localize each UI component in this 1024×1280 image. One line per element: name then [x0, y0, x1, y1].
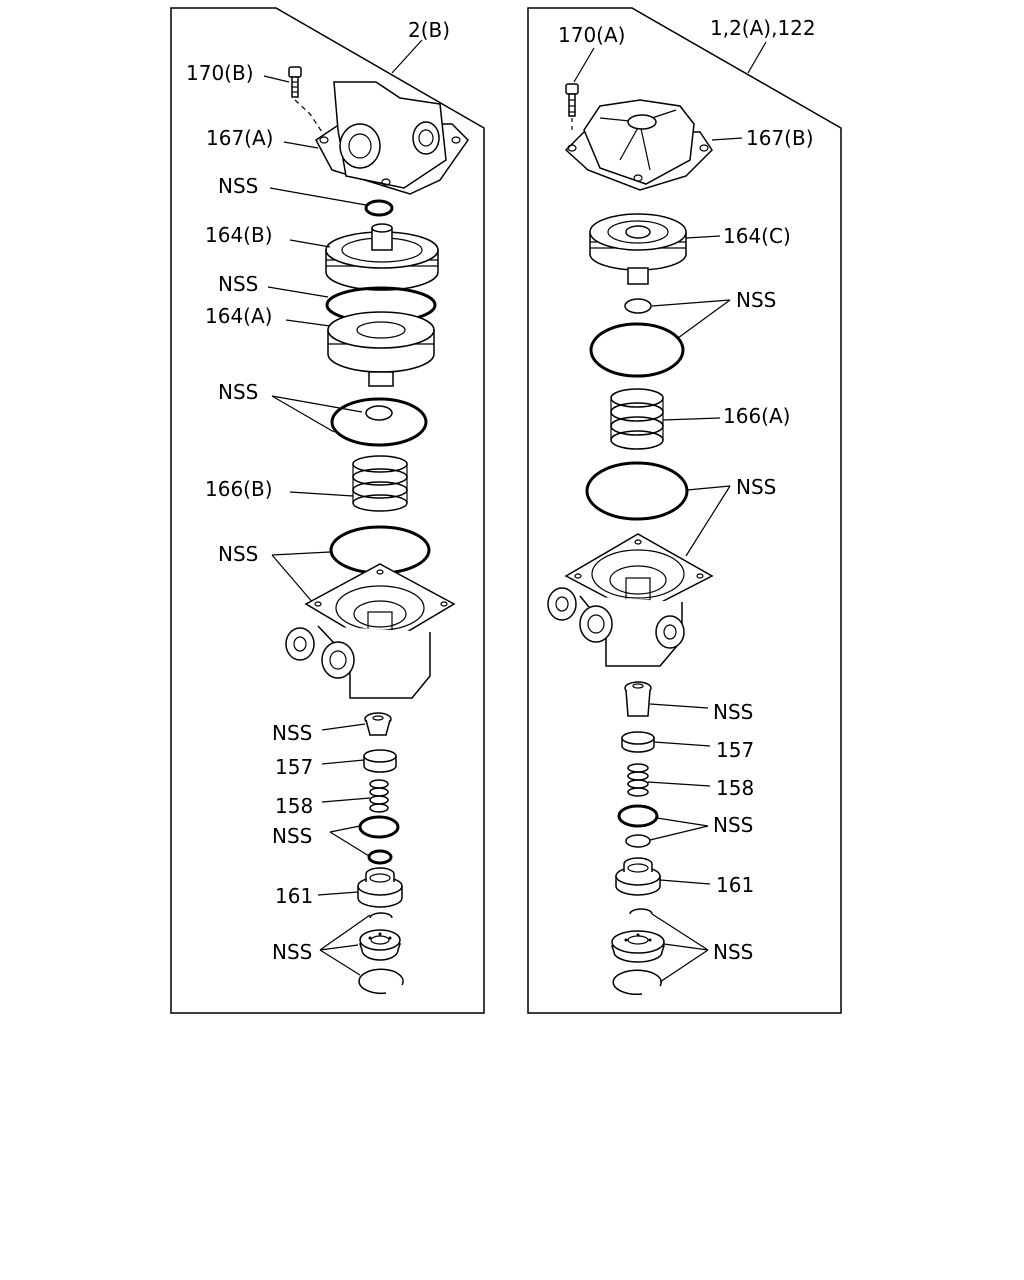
valve-body [285, 563, 456, 699]
label-small-valve: NSS [272, 721, 312, 745]
label-oring-top: NSS [218, 174, 258, 198]
bolt [565, 83, 579, 132]
small-valve [364, 712, 392, 736]
label-piston-upper: 164(B) [205, 223, 273, 247]
label-small-orings-right: NSS [713, 813, 753, 837]
plug-right [615, 857, 661, 896]
small-valve-right [624, 681, 652, 717]
small-spring [369, 779, 389, 813]
piston-lower [327, 311, 435, 387]
small-orings [358, 815, 400, 865]
seat [363, 749, 397, 773]
label-seat-right: 157 [716, 738, 754, 762]
seat-right [621, 731, 655, 753]
oring-body-right [585, 461, 689, 521]
label-cover-right: 167(B) [746, 126, 814, 150]
left-panel: 2(B) 170(B) 167(A) NSS [170, 7, 485, 1014]
label-piston-right: 164(C) [723, 224, 791, 248]
left-panel-frame [170, 7, 485, 1014]
label-seat: 157 [275, 755, 313, 779]
piston-upper [325, 223, 439, 291]
label-spring-main: 166(B) [205, 477, 273, 501]
label-retainer-set: NSS [272, 940, 312, 964]
label-small-valve-right: NSS [713, 700, 753, 724]
label-oring-body: NSS [218, 542, 258, 566]
label-piston-lower: 164(A) [205, 304, 272, 328]
oring-pair-top [589, 298, 685, 378]
label-plug-right: 161 [716, 873, 754, 897]
bolt [288, 66, 323, 133]
valve-body-right [547, 533, 714, 667]
label-bolt: 170(B) [186, 61, 254, 85]
top-cover-right [564, 99, 713, 191]
right-assembly-label: 1,2(A),122 [710, 16, 816, 40]
label-small-spring-right: 158 [716, 776, 754, 800]
right-panel-frame [527, 7, 842, 1014]
label-small-orings: NSS [272, 824, 312, 848]
label-small-spring: 158 [275, 794, 313, 818]
label-plug: 161 [275, 884, 313, 908]
spring-main [352, 455, 408, 512]
label-retainer-set-right: NSS [713, 940, 753, 964]
label-bolt-right: 170(A) [558, 23, 625, 47]
label-cover: 167(A) [206, 126, 273, 150]
oring-pair [330, 397, 428, 447]
label-oring-body-right: NSS [736, 475, 776, 499]
piston-right [589, 213, 687, 285]
label-oring-piston: NSS [218, 272, 258, 296]
left-assembly-label: 2(B) [408, 18, 450, 42]
right-panel: 1,2(A),122 170(A) 167(B) [527, 7, 842, 1014]
label-spring-right: 166(A) [723, 404, 790, 428]
spring-right [610, 388, 664, 450]
label-oring-pair-top: NSS [736, 288, 776, 312]
retainer-set [358, 912, 404, 995]
oring-top [364, 199, 394, 217]
retainer-set-right [610, 908, 666, 995]
plug [357, 867, 403, 908]
top-cover [315, 81, 469, 195]
small-orings-right [617, 804, 659, 848]
label-oring-pair: NSS [218, 380, 258, 404]
small-spring-right [627, 763, 649, 797]
